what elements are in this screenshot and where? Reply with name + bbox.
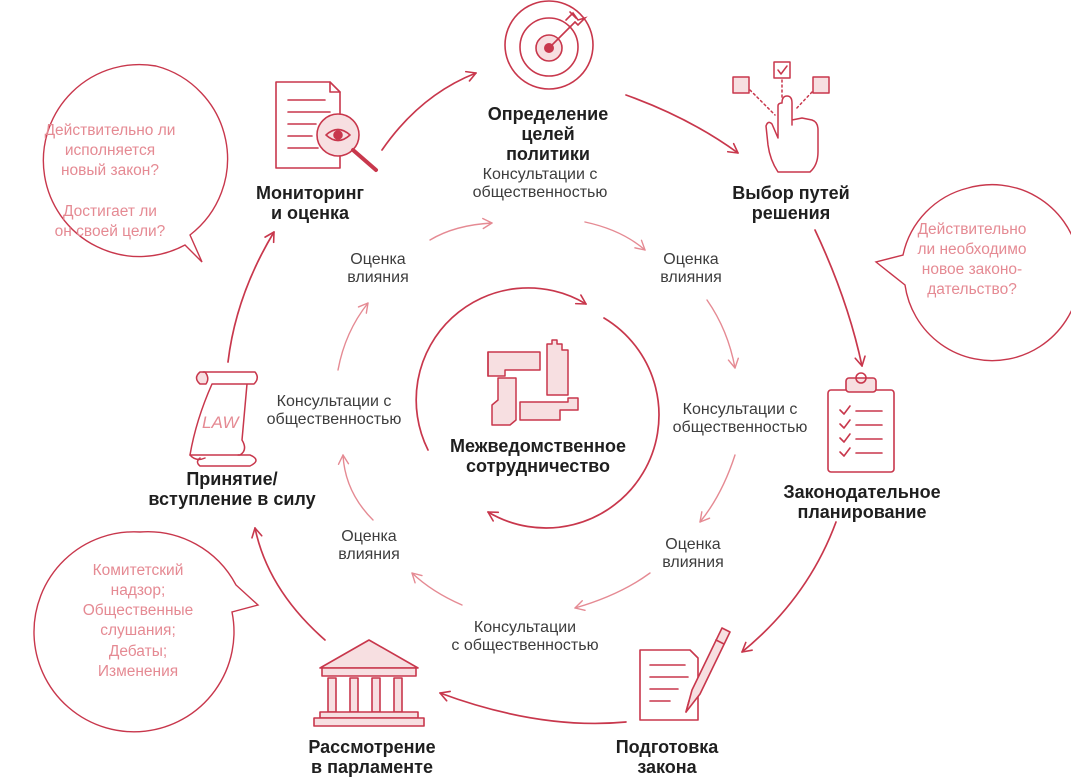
center-cycle: [415, 287, 660, 529]
inner-consult-bottom: Консультации с общественностью: [451, 619, 599, 654]
inner-impact-bottom-right: Оценка влияния: [662, 536, 724, 571]
law-scroll-text: LAW: [202, 413, 240, 432]
inner-consult-right: Консультации с общественностью: [672, 401, 808, 436]
stage-monitoring-label: Мониторинг и оценка: [256, 183, 364, 224]
stage-drafting-label: Подготовка закона: [615, 737, 719, 777]
bubble-legislation-outline: [874, 183, 1071, 362]
bubble-parliament-outline: [33, 531, 260, 733]
stage-planning-label: Законодательное планирование: [783, 482, 941, 523]
arrow-drafting-to-parliament: [439, 690, 627, 725]
arrow-monitoring-to-goals: [381, 70, 477, 151]
inner-arrow-3: [706, 299, 739, 369]
inner-impact-bottom-left: Оценка влияния: [338, 528, 400, 563]
arrow-planning-to-drafting: [741, 521, 837, 653]
stage-parliament-label: Рассмотрение в парламенте: [308, 737, 436, 777]
bubble-parliament-text: Комитетский надзор; Общественные слушани…: [82, 562, 194, 680]
stage-adoption-label: Принятие/ вступление в силу: [148, 469, 316, 510]
law-scroll-icon: [189, 371, 258, 467]
inner-arrow-4: [699, 454, 736, 523]
inner-arrow-5: [574, 572, 651, 612]
inner-consult-top: Консультации с общественностью: [472, 166, 608, 201]
clipboard-checklist-icon: [827, 372, 895, 473]
inner-arrow-7: [337, 454, 374, 521]
inner-arrow-1: [429, 217, 493, 241]
inner-arrow-8: [337, 302, 369, 371]
center-arc-lower: [487, 317, 660, 529]
inner-impact-top-right: Оценка влияния: [660, 251, 722, 286]
arrow-options-to-planning: [814, 229, 866, 367]
outer-cycle-arrows: [227, 70, 866, 725]
stage-options-label: Выбор путей решения: [732, 183, 850, 224]
arrow-goals-to-options: [625, 94, 739, 154]
bubble-monitoring-outline: [42, 63, 229, 263]
document-magnifier-icon: [275, 81, 378, 172]
bubble-legislation-text: Действительно ли необходимо новое законо…: [917, 221, 1027, 299]
inner-impact-top-left: Оценка влияния: [347, 251, 409, 286]
joined-hands-icon: [487, 339, 579, 426]
center-label: Межведомственное сотрудничество: [449, 436, 627, 477]
bubble-monitoring-text: Действительно ли исполняется новый закон…: [44, 122, 176, 240]
inner-arrow-6: [411, 572, 463, 606]
target-icon: [504, 0, 594, 90]
arrow-adoption-to-monitoring: [227, 231, 275, 363]
stage-goals-label: Определение целей политики: [487, 104, 609, 165]
parliament-building-icon: [313, 639, 425, 727]
hand-choice-icon: [732, 61, 830, 173]
center-arc-upper: [415, 287, 587, 451]
document-pen-icon: [639, 627, 731, 721]
arrow-parliament-to-adoption: [251, 527, 326, 641]
inner-consult-left: Консультации с общественностью: [266, 393, 402, 428]
inner-cycle-arrows: [337, 217, 739, 612]
inner-arrow-2: [584, 221, 646, 251]
